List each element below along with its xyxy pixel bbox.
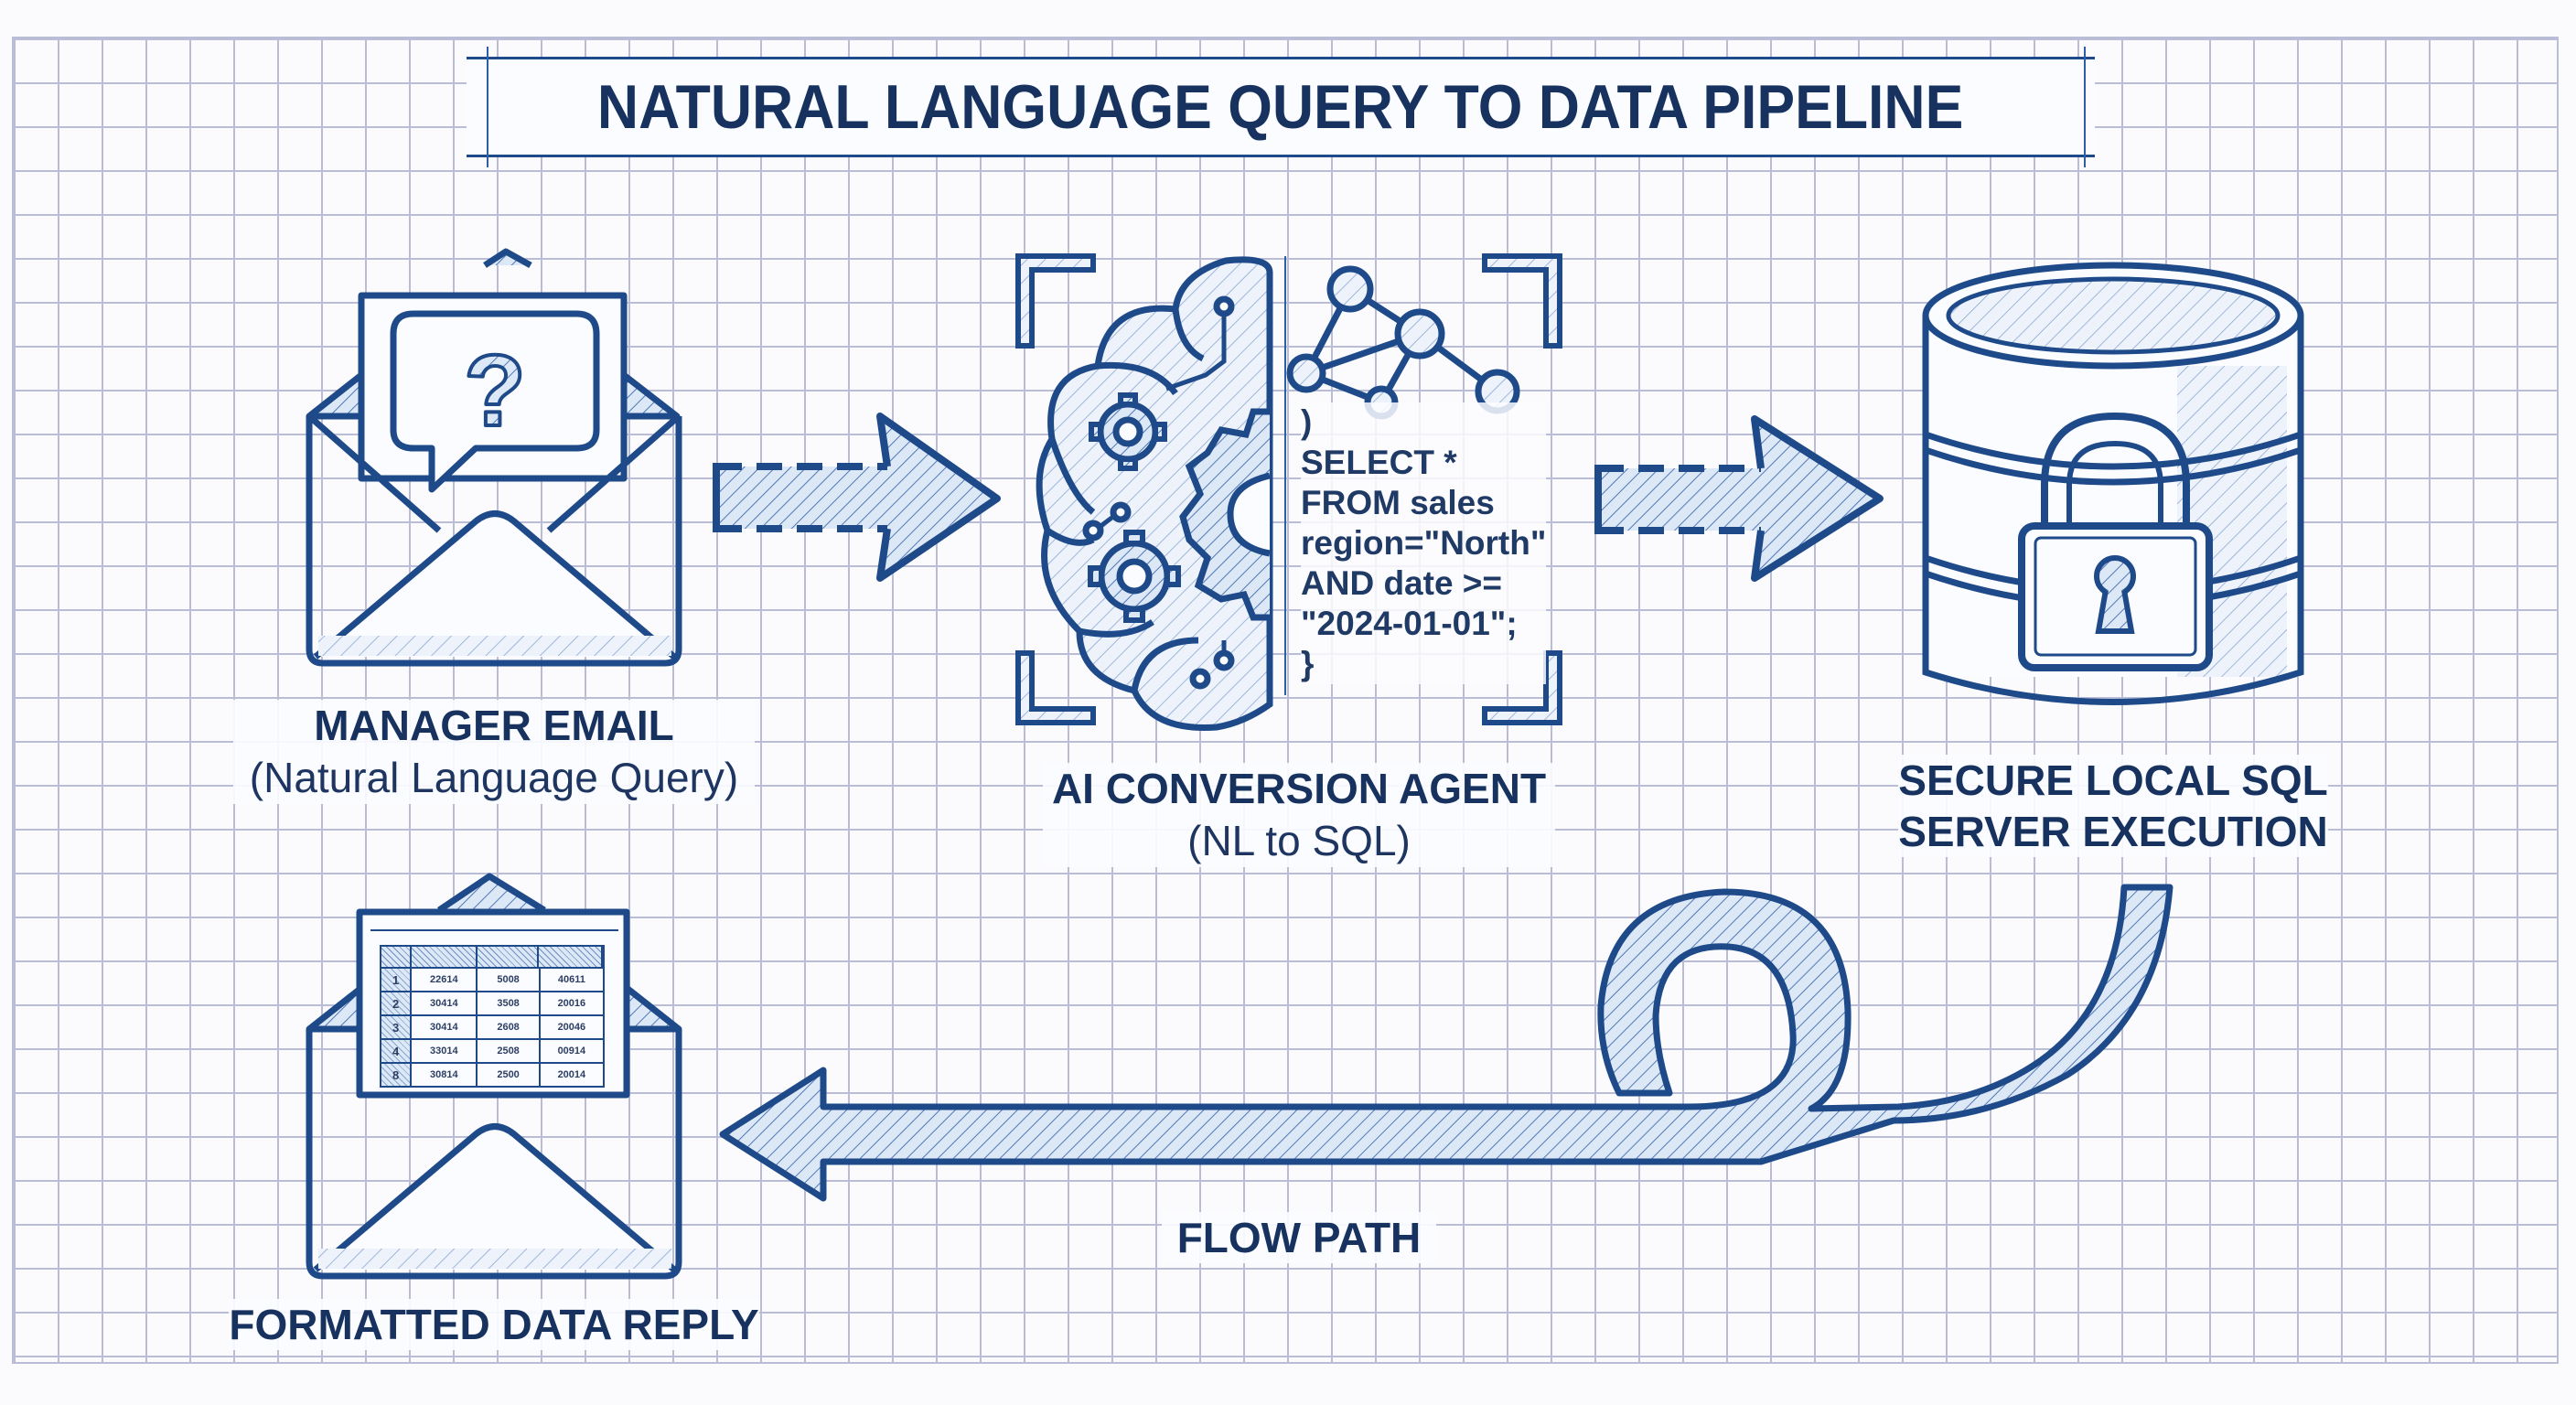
sql-line: FROM sales [1301,484,1495,521]
table-cell: 5008 [478,969,541,991]
node-title: FORMATTED DATA REPLY [229,1301,759,1348]
table-cell: 2 [381,992,413,1014]
arrow-email-to-agent [713,413,1001,582]
sql-line: region="North" [1301,524,1547,562]
node-title-line-1: SECURE LOCAL SQL [1898,756,2328,804]
node-subtitle: (NL to SQL) [1187,817,1411,864]
table-header-cell [411,947,478,967]
node-subtitle: (Natural Language Query) [249,754,739,801]
table-cell: 30414 [412,992,478,1014]
table-cell: 30414 [412,1016,478,1038]
table-cell: 3508 [478,992,541,1014]
focus-brackets [1015,253,1562,725]
table-header-cell [477,947,540,967]
title-banner: NATURAL LANGUAGE QUERY TO DATA PIPELINE [467,47,2095,167]
return-flow-arrow [719,884,2174,1202]
sql-line: ) [1301,403,1313,441]
table-cell: 3 [381,1016,413,1038]
table-cell: 4 [381,1040,413,1062]
node-title-line-2: SERVER EXECUTION [1898,808,2328,855]
table-cell: 00914 [557,1046,586,1056]
table-cell: 20046 [557,1022,586,1033]
sql-line: SELECT * [1301,444,1457,481]
svg-text:?: ? [464,335,525,447]
table-cell: 30814 [412,1064,478,1086]
sql-line: "2024-01-01"; [1301,605,1518,642]
arrow-agent-to-server [1594,415,1884,582]
table-header-cell [381,947,412,967]
database-lock-icon [1922,262,2304,705]
node-title: MANAGER EMAIL [314,702,674,749]
sql-line: AND date >= [1301,564,1503,602]
sql-line: } [1301,645,1315,682]
table-cell: 33014 [412,1040,478,1062]
brain-gears-icon [1036,256,1273,731]
network-graph-icon [1286,265,1520,420]
table-cell: 2608 [478,1016,541,1038]
table-cell: 20016 [557,998,586,1009]
table-header-cell [539,947,603,967]
envelope-question-icon: ? [306,248,682,667]
ai-agent-label: AI CONVERSION AGENT (NL to SQL) [1043,763,1555,867]
sql-server-label: SECURE LOCAL SQL SERVER EXECUTION [1898,755,2328,857]
table-cell: 1 [381,969,413,991]
table-cell: 22614 [412,969,478,991]
table-cell: 8 [381,1064,413,1086]
node-title: AI CONVERSION AGENT [1051,765,1547,812]
table-cell: 20014 [557,1069,586,1080]
table-cell: 40611 [557,974,585,985]
table-header-row [380,945,605,969]
flow-path-label: FLOW PATH [1162,1212,1436,1263]
diagram-title: NATURAL LANGUAGE QUERY TO DATA PIPELINE [597,72,1964,142]
table-cell: 2508 [478,1040,541,1062]
table-cell: 2500 [478,1064,541,1086]
data-reply-label: FORMATTED DATA REPLY [229,1299,759,1350]
manager-email-label: MANAGER EMAIL (Natural Language Query) [233,700,755,804]
